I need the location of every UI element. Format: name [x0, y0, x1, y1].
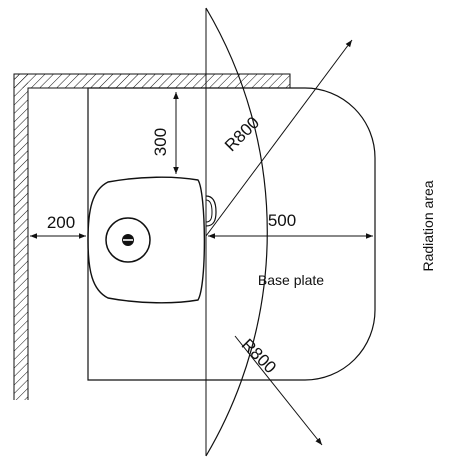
lens-outer-ring [105, 217, 151, 263]
radius-top-line [205, 39, 353, 237]
device [87, 176, 217, 304]
radius-bottom-line [234, 335, 323, 446]
device-body [87, 176, 206, 304]
radius-bottom-label: R800 [238, 335, 280, 377]
device-handle [205, 195, 217, 227]
radiation-area-label: Radiation area [420, 180, 436, 271]
dimension-200-label: 200 [47, 213, 75, 232]
wall-hatching [13, 73, 291, 400]
radiation-area-arc [205, 7, 268, 457]
dimension-300-label: 300 [151, 128, 170, 156]
base-plate-label: Base plate [258, 272, 324, 288]
dimension-500-label: 500 [268, 211, 296, 230]
base-plate-outline [87, 87, 376, 381]
